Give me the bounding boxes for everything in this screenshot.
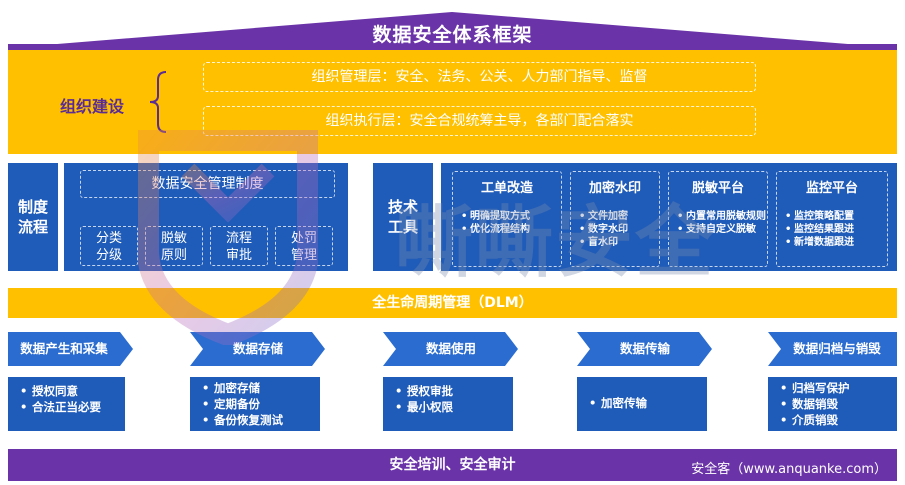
stage-box: 加密存储 定期备份 备份恢复测试 xyxy=(190,377,320,431)
system-side-label-line1: 制度 xyxy=(17,198,48,216)
tool-point: 内置常用脱敏规则 xyxy=(677,210,767,223)
system-side-label-line2: 流程 xyxy=(17,218,48,236)
stage-point: 加密传输 xyxy=(589,395,707,411)
stage-point: 授权审批 xyxy=(395,383,513,399)
org-execution-layer: 组织执行层：安全合规统筹主导，各部门配合落实 xyxy=(203,106,756,136)
tool-point: 文件加密 xyxy=(579,210,659,223)
stage-chevron xyxy=(8,332,133,366)
tool-title: 监控平台 xyxy=(805,181,858,196)
tool-point: 明确提取方式 xyxy=(461,210,561,223)
system-side-label: 制度 流程 xyxy=(8,163,58,271)
source-credit: 安全客（www.anquanke.com） xyxy=(691,462,887,477)
stage-label: 数据传输 xyxy=(619,341,670,356)
stage-box: 加密传输 xyxy=(577,377,707,431)
stage-label: 数据产生和采集 xyxy=(20,341,108,356)
stage-label: 数据归档与销毁 xyxy=(793,341,881,356)
diagram-title: 数据安全体系框架 xyxy=(372,24,533,46)
stage-point: 数据销毁 xyxy=(780,396,897,412)
bottom-bar xyxy=(8,449,897,481)
management-item-line2: 审批 xyxy=(225,248,252,263)
tool-card: 监控平台 监控策略配置 监控结果跟进 新增数据跟进 xyxy=(776,171,888,267)
stage-point: 归档写保护 xyxy=(780,380,897,396)
stage-box: 授权审批 最小权限 xyxy=(383,377,513,431)
stage-point: 合法正当必要 xyxy=(20,399,125,415)
stage-chevron xyxy=(768,332,897,366)
tool-point: 新增数据跟进 xyxy=(785,236,887,249)
tool-point: 优化流程结构 xyxy=(461,223,561,236)
tool-point: 监控结果跟进 xyxy=(785,223,887,236)
stage-chevron xyxy=(383,332,518,366)
stage-point: 介质销毁 xyxy=(780,412,897,428)
org-management-layer: 组织管理层：安全、法务、公关、人力部门指导、监督 xyxy=(203,62,756,92)
stage-point: 最小权限 xyxy=(395,399,513,415)
brace-icon xyxy=(149,71,167,133)
stage-box: 归档写保护 数据销毁 介质销毁 xyxy=(768,377,897,431)
tools-side-label-line2: 工具 xyxy=(387,218,418,236)
stage-chevron xyxy=(577,332,712,366)
tool-card: 工单改造 明确提取方式 优化流程结构 xyxy=(452,171,562,267)
stage-label: 数据存储 xyxy=(232,341,283,356)
tool-title: 脱敏平台 xyxy=(691,181,744,196)
stage-point: 定期备份 xyxy=(202,396,320,412)
tool-point: 数字水印 xyxy=(579,223,659,236)
stage-point: 加密存储 xyxy=(202,380,320,396)
management-item-line2: 分级 xyxy=(95,248,122,263)
stage-box: 授权同意 合法正当必要 xyxy=(8,377,125,431)
tool-card: 脱敏平台 内置常用脱敏规则 支持自定义脱敏 xyxy=(668,171,768,267)
tool-title: 加密水印 xyxy=(588,181,641,196)
management-item-line1: 流程 xyxy=(225,231,252,246)
tools-side-label: 技术 工具 xyxy=(373,163,433,271)
roof-banner xyxy=(8,12,897,50)
management-item-line2: 原则 xyxy=(160,248,187,263)
management-item-line1: 分类 xyxy=(95,231,122,246)
tool-point: 监控策略配置 xyxy=(785,210,887,223)
stage-label: 数据使用 xyxy=(425,341,476,356)
tool-title: 工单改造 xyxy=(480,181,533,196)
stage-point: 备份恢复测试 xyxy=(202,412,320,428)
tools-side-label-line1: 技术 xyxy=(387,198,418,216)
management-item-line1: 脱敏 xyxy=(160,231,187,246)
tool-point: 支持自定义脱敏 xyxy=(677,223,767,236)
shield-watermark-icon xyxy=(138,130,318,345)
tool-card: 加密水印 文件加密 数字水印 盲水印 xyxy=(570,171,660,267)
management-item: 流程 审批 xyxy=(210,226,268,266)
bottom-title: 安全培训、安全审计 xyxy=(389,457,516,473)
tool-point: 盲水印 xyxy=(579,236,659,249)
management-item: 分类 分级 xyxy=(80,226,138,266)
management-item: 脱敏 原则 xyxy=(145,226,203,266)
stage-point: 授权同意 xyxy=(20,383,125,399)
watermark-text: 嘶嘶安全 xyxy=(395,198,716,288)
organization-label: 组织建设 xyxy=(60,97,125,116)
